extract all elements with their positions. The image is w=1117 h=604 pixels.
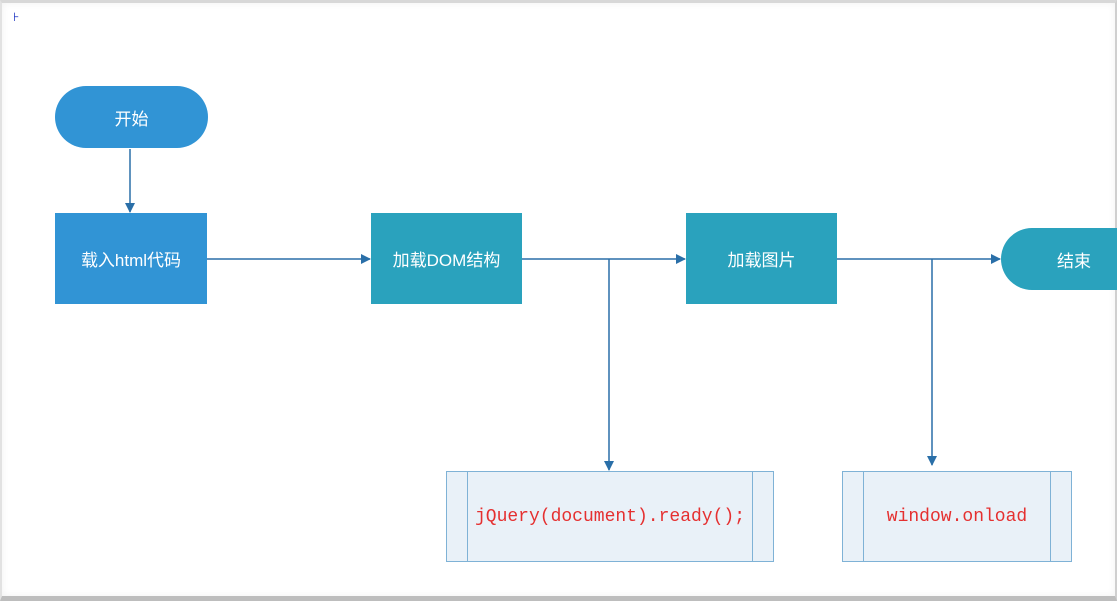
- connector-layer: [125, 149, 1001, 471]
- load-images-label: 加载图片: [727, 251, 796, 270]
- start-node: 开始: [55, 86, 208, 148]
- end-label: 结束: [1057, 251, 1091, 271]
- subprocess-right-bar: [1050, 472, 1051, 561]
- load-images-node: 加载图片: [686, 213, 837, 304]
- subprocess-left-bar: [863, 472, 864, 561]
- end-node: 结束: [1001, 228, 1117, 290]
- corner-marker-icon: ⊦: [13, 10, 20, 24]
- load-dom-label: 加载DOM结构: [392, 251, 501, 270]
- load-html-label: 载入html代码: [80, 251, 182, 270]
- window-onload-subprocess: window.onload: [842, 471, 1072, 562]
- jquery-ready-subprocess: jQuery(document).ready();: [446, 471, 774, 562]
- load-html-node: 载入html代码: [55, 213, 207, 304]
- subprocess-left-bar: [467, 472, 468, 561]
- jquery-ready-code: jQuery(document).ready();: [474, 506, 746, 527]
- window-onload-code: window.onload: [886, 506, 1028, 527]
- subprocess-right-bar: [752, 472, 753, 561]
- start-label: 开始: [114, 109, 149, 129]
- load-dom-node: 加载DOM结构: [371, 213, 522, 304]
